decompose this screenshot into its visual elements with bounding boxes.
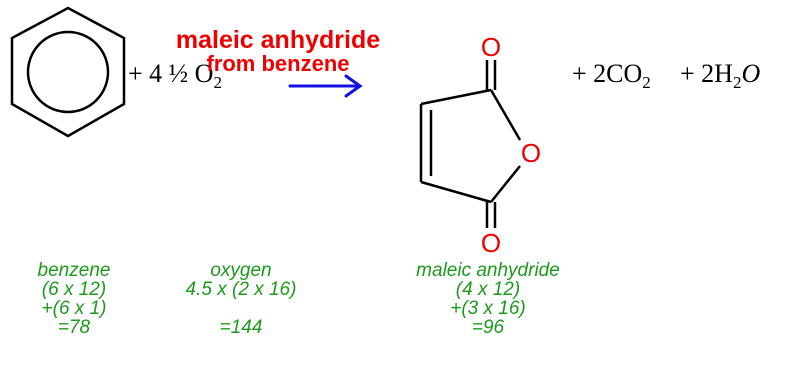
benzene-hydrogen-term: +(6 x 1) (41, 298, 107, 319)
maleic-carbon-term: (4 x 12) (455, 279, 521, 300)
water-product: + 2H2O (680, 59, 760, 92)
benzene-mass-calculation: benzene (6 x 12) +(6 x 1) =78 (22, 261, 126, 337)
maleic-label: maleic anhydride (416, 260, 560, 281)
reaction-title-line2: from benzene (206, 51, 349, 76)
benzene-aromatic-circle (26, 30, 110, 114)
maleic-anhydride-structure (419, 60, 522, 228)
oxygen-mass-calculation: oxygen 4.5 x (2 x 16) =144 (166, 261, 316, 337)
benzene-total: =78 (57, 317, 91, 338)
carbonyl-oxygen-bottom: O (481, 228, 501, 258)
oxygen-spacer (166, 299, 316, 318)
maleic-oxygen-term: +(3 x 16) (450, 298, 526, 319)
carbon-dioxide-product: + 2CO2 (572, 59, 651, 92)
oxygen-label: oxygen (210, 260, 272, 281)
maleic-mass-calculation: maleic anhydride (4 x 12) +(3 x 16) =96 (388, 261, 588, 337)
carbonyl-oxygen-top: O (481, 32, 501, 62)
oxygen-term: 4.5 x (2 x 16) (185, 279, 297, 300)
benzene-hexagon (10, 6, 126, 138)
benzene-carbon-term: (6 x 12) (41, 279, 107, 300)
ring-oxygen: O (521, 138, 541, 168)
maleic-total: =96 (471, 317, 505, 338)
benzene-label: benzene (37, 260, 111, 281)
benzene-structure (10, 6, 126, 138)
reaction-arrow (288, 74, 363, 98)
oxygen-total: =144 (219, 317, 263, 338)
reaction-title-line1: maleic anhydride (176, 26, 380, 54)
oxygen-reactant: + 4 ½ O2 (128, 59, 222, 92)
